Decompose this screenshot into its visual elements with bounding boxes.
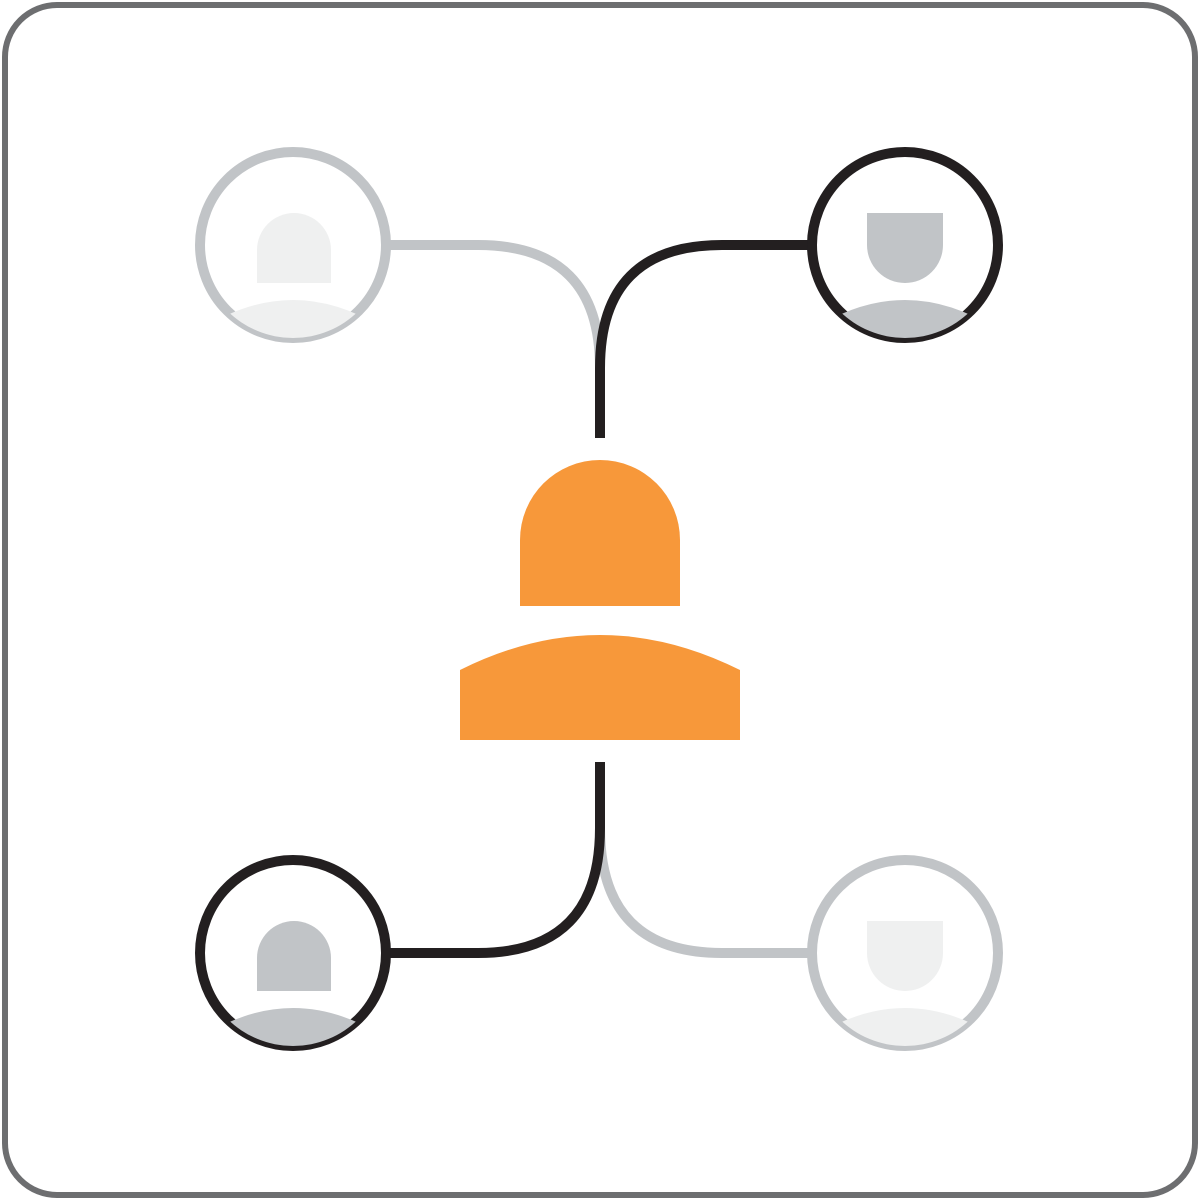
center-person-body — [460, 635, 740, 740]
link-bottom-left — [388, 762, 605, 958]
node-bottom-left — [195, 855, 391, 1051]
link-top-right — [595, 240, 812, 438]
node-top-right — [807, 147, 1003, 343]
node-bottom-right — [807, 855, 1003, 1051]
center-person-icon — [460, 460, 740, 740]
node-top-left — [195, 147, 391, 343]
center-person-head — [520, 460, 680, 606]
